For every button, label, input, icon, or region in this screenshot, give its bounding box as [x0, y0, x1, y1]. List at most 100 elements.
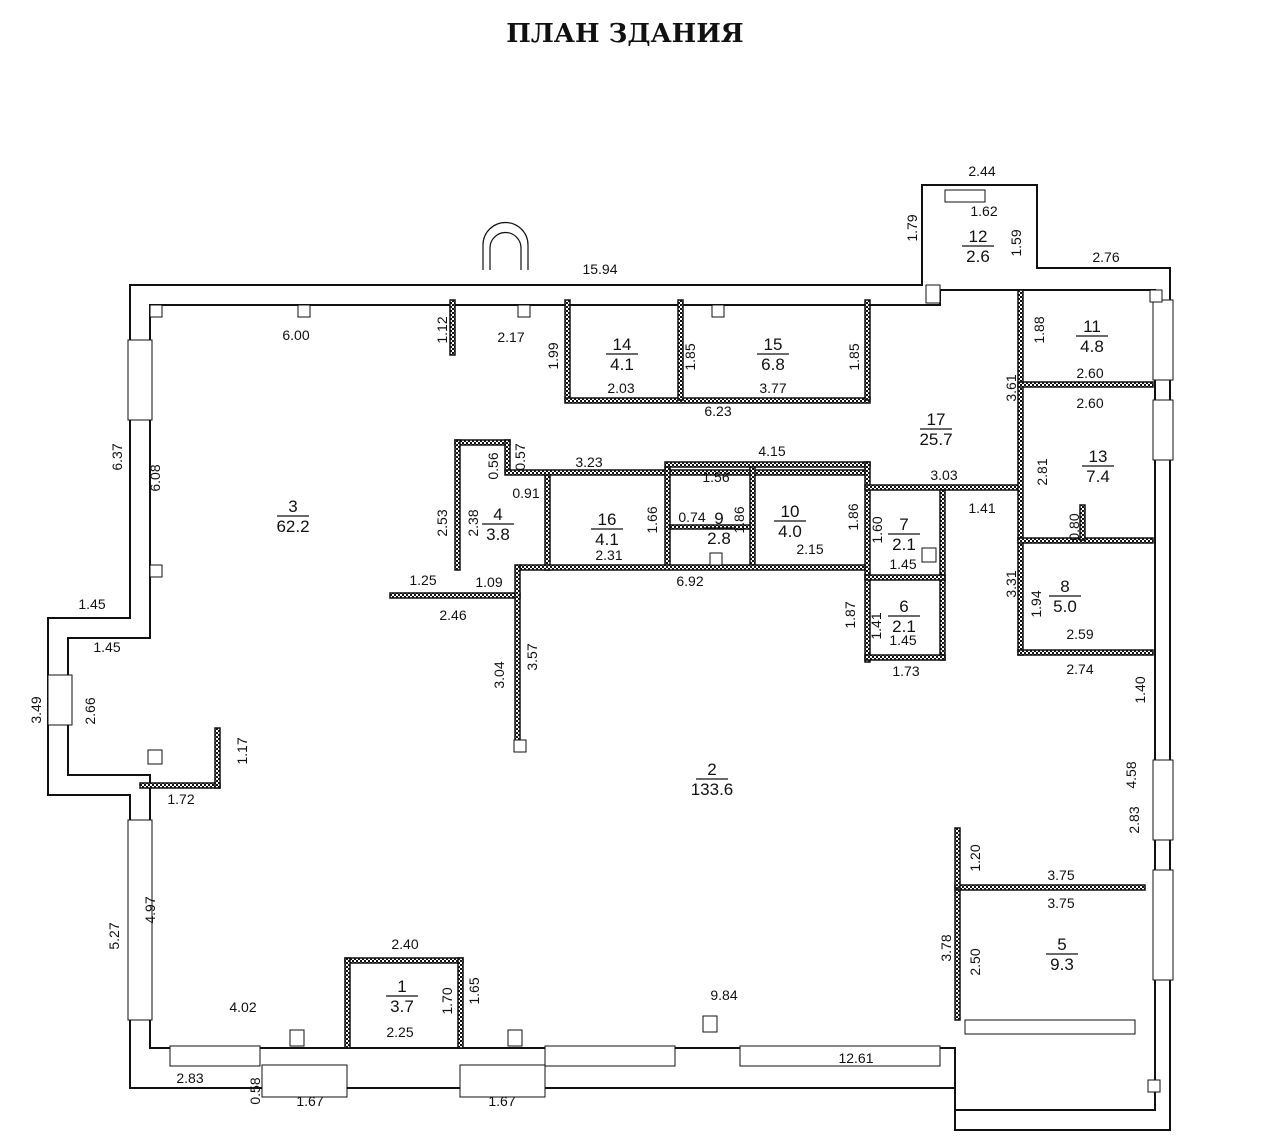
room-9-number: 9	[714, 509, 723, 528]
dimension-label: 1.41	[868, 612, 884, 639]
dimension-label: 1.40	[1132, 676, 1148, 703]
room-15-number: 15	[764, 335, 783, 354]
dimension-label: 4.15	[758, 443, 785, 459]
room-13-area: 7.4	[1086, 467, 1110, 486]
dimension-label: 15.94	[582, 261, 617, 277]
dimension-label: 1.79	[904, 214, 920, 241]
room-14-number: 14	[613, 335, 632, 354]
dimension-label: 6.00	[282, 327, 309, 343]
dimension-label: 2.59	[1066, 626, 1093, 642]
plan-title: ПЛАН ЗДАНИЯ	[506, 19, 743, 49]
dimension-label: 4.58	[1123, 761, 1139, 788]
dimension-label: 3.75	[1047, 895, 1074, 911]
dimension-label: 2.83	[1126, 806, 1142, 833]
dimension-label: 2.25	[386, 1024, 413, 1040]
dimension-label: 1.45	[889, 556, 916, 572]
room-4-number: 4	[493, 505, 502, 524]
columns	[147, 284, 1163, 1093]
dimension-label: 2.50	[967, 948, 983, 975]
room-2-number: 2	[707, 760, 716, 779]
dimension-label: 2.81	[1034, 458, 1050, 485]
dimension-label: 2.40	[391, 936, 418, 952]
dimension-label: 1.70	[439, 987, 455, 1014]
dimension-label: 1.12	[434, 316, 450, 343]
dimension-label: 1.66	[644, 506, 660, 533]
dimension-label: 4.97	[142, 896, 158, 923]
dimension-label: 1.20	[967, 844, 983, 871]
dimension-label: 3.23	[575, 454, 602, 470]
dimension-label: 0.57	[512, 443, 528, 470]
dimension-label: 2.44	[968, 163, 995, 179]
dimension-label: 2.53	[434, 509, 450, 536]
room-1-area: 3.7	[390, 997, 414, 1016]
dimension-label: 1.73	[892, 663, 919, 679]
room-17-number: 17	[927, 410, 946, 429]
dimension-label: 6.37	[109, 443, 125, 470]
dimension-label: 1.09	[475, 574, 502, 590]
room-5-number: 5	[1057, 935, 1066, 954]
room-17-area: 25.7	[919, 430, 952, 449]
room-14-area: 4.1	[610, 355, 634, 374]
dimension-label: 0.58	[247, 1077, 263, 1104]
dimension-label: 4.02	[229, 999, 256, 1015]
room-7-area: 2.1	[892, 535, 916, 554]
dimension-label: 12.61	[838, 1050, 873, 1066]
room-4-area: 3.8	[486, 525, 510, 544]
dimension-label: 2.83	[176, 1070, 203, 1086]
dimension-label: 3.31	[1003, 570, 1019, 597]
dimension-label: 9.84	[710, 987, 737, 1003]
dimension-label: 1.87	[842, 601, 858, 628]
dimension-label: 1.85	[682, 343, 698, 370]
dimension-label: 2.17	[497, 329, 524, 345]
dimension-label: 3.77	[759, 380, 786, 396]
room-labels: 13.72133.6362.243.859.362.172.185.092.81…	[276, 227, 1114, 1016]
dimension-label: 1.85	[846, 343, 862, 370]
dimension-label: 1.67	[488, 1093, 515, 1109]
entrance-arch	[482, 221, 529, 270]
room-13-number: 13	[1089, 447, 1108, 466]
room-11-area: 4.8	[1080, 337, 1104, 356]
dimension-label: 1.88	[1031, 316, 1047, 343]
outer-walls	[47, 184, 1171, 1131]
dimension-label: 2.31	[595, 547, 622, 563]
dimension-label: 0.91	[512, 485, 539, 501]
dimension-label: 2.66	[82, 697, 98, 724]
dimension-label: 3.78	[938, 934, 954, 961]
dimension-label: 1.72	[167, 791, 194, 807]
dimension-label: 0.74	[678, 509, 705, 525]
dimension-label: 2.60	[1076, 395, 1103, 411]
dimension-label: 3.75	[1047, 867, 1074, 883]
dimension-label: 2.74	[1066, 661, 1093, 677]
dimension-label: 0.56	[485, 452, 501, 479]
dimension-label: 2.76	[1092, 249, 1119, 265]
dimension-label: 6.23	[704, 403, 731, 419]
dimension-label: 2.46	[439, 607, 466, 623]
dimension-label: 1.25	[409, 572, 436, 588]
room-3-number: 3	[288, 497, 297, 516]
room-3-area: 62.2	[276, 517, 309, 536]
dimension-label: 1.41	[968, 500, 995, 516]
dimension-label: 1.67	[296, 1093, 323, 1109]
room-6-number: 6	[899, 597, 908, 616]
dimension-label: 1.45	[93, 639, 120, 655]
room-8-area: 5.0	[1053, 597, 1077, 616]
dimension-label: 3.61	[1003, 374, 1019, 401]
room-11-number: 11	[1083, 317, 1101, 336]
dimension-label: 1.94	[1028, 590, 1044, 617]
dimension-label: 5.27	[106, 922, 122, 949]
room-16-number: 16	[598, 510, 617, 529]
windows	[47, 189, 1174, 1098]
dimension-label: 1.45	[78, 596, 105, 612]
dimension-label: 1.86	[731, 506, 747, 533]
dimension-label: 1.86	[845, 503, 861, 530]
dimension-label: 2.38	[465, 509, 481, 536]
dimension-label: 3.57	[524, 643, 540, 670]
dimension-label: 0.80	[1066, 513, 1082, 540]
room-10-area: 4.0	[778, 522, 802, 541]
dimension-label: 1.99	[545, 342, 561, 369]
dimension-label: 2.15	[796, 541, 823, 557]
dimension-label: 6.08	[147, 464, 163, 491]
dimension-label: 1.59	[1008, 229, 1024, 256]
dimension-label: 3.49	[28, 696, 44, 723]
